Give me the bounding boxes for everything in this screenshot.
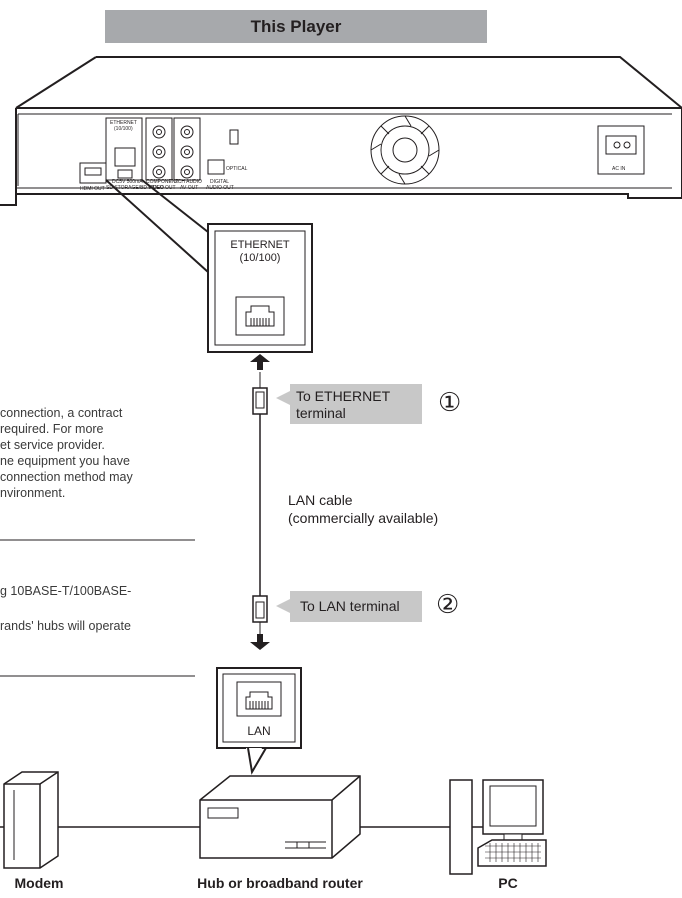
lan-cable-availability: (commercially available)	[288, 510, 439, 526]
zoom-ethernet-speed: (10/100)	[240, 252, 281, 264]
to-ethernet-line1: To ETHERNET	[296, 388, 391, 404]
component-jacks	[145, 117, 173, 181]
note-line-4: ne equipment you have	[0, 454, 130, 468]
note-line-3: et service provider.	[0, 438, 105, 452]
to-lan-label: To LAN terminal	[300, 598, 400, 614]
note-line-5: connection method may	[0, 470, 133, 484]
audio-jacks	[173, 117, 201, 181]
digital-label: DIGITAL	[210, 179, 229, 185]
up-arrow-icon	[250, 354, 270, 362]
ethernet-panel-label: ETHERNET	[110, 120, 137, 126]
step-2-marker: ②	[436, 590, 460, 620]
to-ethernet-callout: To ETHERNET terminal	[290, 384, 422, 424]
dc-label: DC5V 500mA	[112, 179, 143, 185]
pc-label: PC	[498, 875, 518, 891]
router-icon	[199, 775, 361, 859]
to-ethernet-line2: terminal	[296, 405, 346, 421]
component-label: COMPONENT	[146, 179, 179, 185]
pc-keyboard	[477, 839, 547, 867]
ethernet-zoom-box	[207, 223, 313, 353]
router-label: Hub or broadband router	[197, 875, 363, 891]
lan-label: LAN	[247, 724, 270, 738]
note-line-7: g 10BASE-T/100BASE-	[0, 584, 132, 598]
ethernet-zoom-connector	[105, 179, 209, 273]
pc-icon	[449, 779, 547, 875]
storage-label: SD STORAGE/BD VIDEO	[106, 185, 164, 191]
audio-out-label: AUDIO OUT	[206, 185, 234, 191]
note-line-2: required. For more	[0, 422, 104, 436]
optical-label: OPTICAL	[226, 166, 248, 172]
lan-cable-label: LAN cable	[288, 492, 353, 508]
cable-assembly	[250, 354, 270, 650]
ethernet-panel-speed: (10/100)	[114, 126, 133, 132]
lan-zoom-box	[216, 667, 302, 775]
step-1-marker: ①	[438, 388, 462, 418]
page-title: This Player	[105, 10, 487, 43]
ethernet-port	[105, 117, 143, 181]
pc-tower	[449, 779, 473, 875]
modem-label: Modem	[14, 875, 64, 891]
hdmi-port	[79, 162, 107, 184]
to-lan-callout: To LAN terminal	[290, 591, 422, 622]
down-arrow-icon	[250, 642, 270, 650]
hdmi-out-label: HDMI OUT	[80, 186, 105, 192]
note-line-6: nvironment.	[0, 486, 66, 500]
modem-icon	[3, 771, 59, 869]
fan-vent	[370, 115, 440, 185]
note-line-8: rands' hubs will operate	[0, 619, 131, 633]
video-out-label: VIDEO OUT	[148, 185, 176, 191]
zoom-ethernet-label: ETHERNET	[230, 239, 290, 251]
player-rear-panel	[0, 56, 682, 206]
callout-pointer-1	[276, 391, 290, 405]
av-out-label: AV OUT	[180, 185, 198, 191]
note-line-1: connection, a contract	[0, 406, 123, 420]
audio-2ch-label: 2CH AUDIO	[175, 179, 202, 185]
lan-port-icon	[236, 681, 282, 717]
ac-in-label: AC IN	[612, 166, 626, 172]
ethernet-zoom-port-icon	[235, 296, 285, 336]
ac-in-socket	[597, 125, 645, 175]
optical-port	[207, 159, 225, 175]
callout-pointer-2	[276, 599, 290, 613]
